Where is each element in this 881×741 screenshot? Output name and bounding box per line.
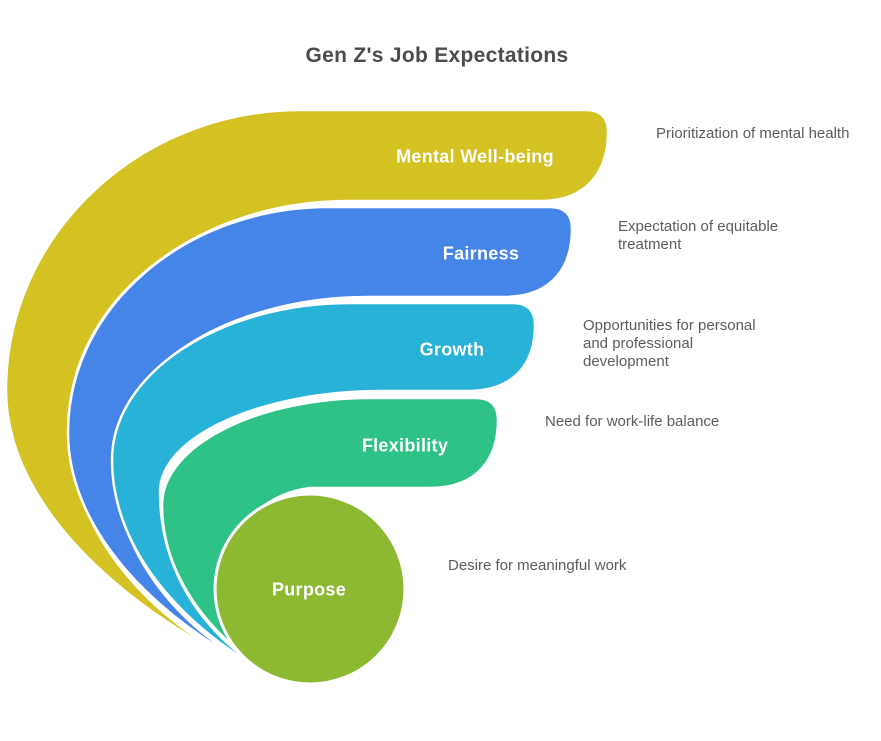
layer-label-mental-well-being: Mental Well-being [396, 146, 554, 167]
layer-description-flexibility: Need for work-life balance [545, 413, 720, 430]
layer-shape-mental-well-being [4, 108, 610, 658]
layer-description-mental-well-being: Prioritization of mental health [656, 125, 850, 142]
layer-description-growth: Opportunities for personal and professio… [583, 317, 756, 370]
layer-description-purpose: Desire for meaningful work [448, 557, 627, 574]
layer-description-fairness: Expectation of equitable treatment [618, 218, 779, 253]
layer-label-purpose: Purpose [271, 579, 347, 600]
layer-label-flexibility: Flexibility [361, 435, 449, 456]
layer-label-growth: Growth [419, 339, 485, 360]
layer-shape-purpose [213, 492, 407, 686]
page-title: Gen Z's Job Expectations [305, 44, 569, 67]
layer-label-fairness: Fairness [442, 243, 520, 264]
layer-shape-fairness [66, 205, 574, 666]
